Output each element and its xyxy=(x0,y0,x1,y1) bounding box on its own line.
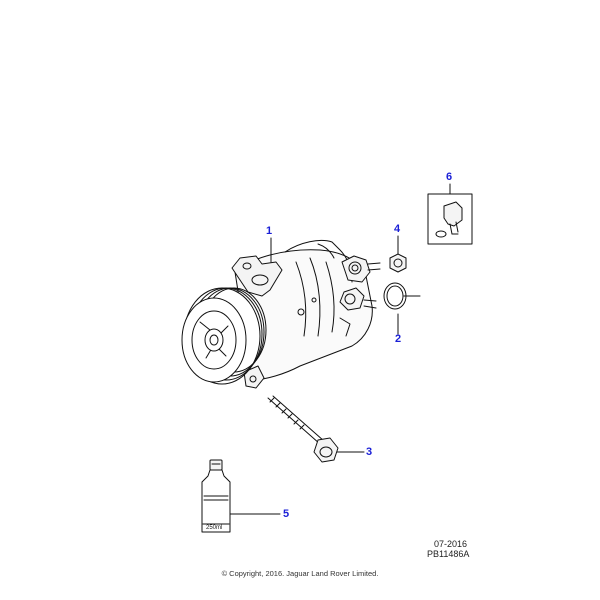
callout-4: 4 xyxy=(394,223,401,235)
callout-6: 6 xyxy=(446,171,453,183)
sensor-kit[interactable] xyxy=(427,193,473,245)
callout-5: 5 xyxy=(283,508,290,520)
o-ring[interactable] xyxy=(383,282,407,310)
callout-2: 2 xyxy=(395,333,402,345)
ac-compressor[interactable] xyxy=(231,239,381,389)
callout-1: 1 xyxy=(266,225,273,237)
compressor-pulley xyxy=(181,287,267,385)
bottle-volume-label: 250ml xyxy=(206,525,223,531)
oil-bottle[interactable] xyxy=(201,459,231,533)
fitting-nut[interactable] xyxy=(389,253,407,273)
leader-lines xyxy=(229,183,451,515)
callout-3: 3 xyxy=(366,446,373,458)
illustration-ref: PB11486A xyxy=(427,549,470,559)
mounting-bolt[interactable] xyxy=(267,395,339,463)
copyright-notice: © Copyright, 2016. Jaguar Land Rover Lim… xyxy=(221,569,379,578)
date-code: 07-2016 xyxy=(434,539,468,549)
